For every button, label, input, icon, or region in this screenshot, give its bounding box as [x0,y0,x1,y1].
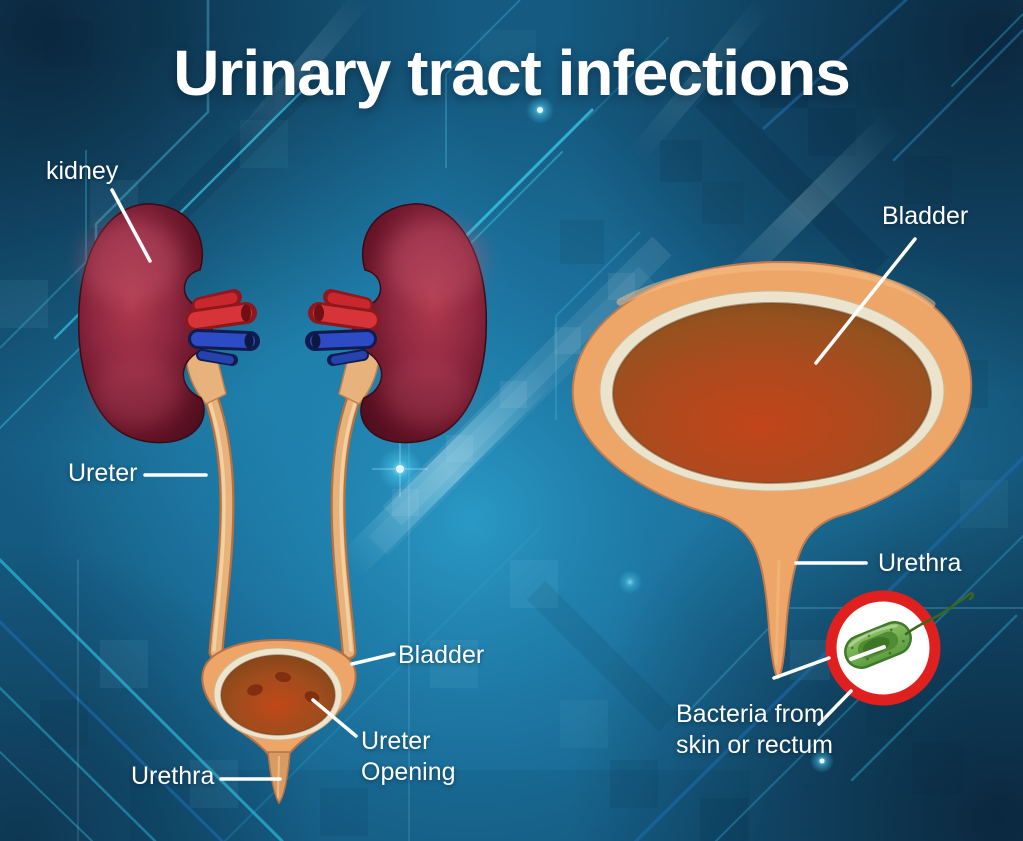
label-urethra-left: Urethra [131,762,215,790]
label-bladder-left: Bladder [398,641,485,669]
label-bladder-right: Bladder [882,202,969,230]
enlarged-bladder-illustration [571,260,975,706]
flagellum [904,592,975,636]
large-bladder-interior [612,302,932,484]
pointer-line-bladder-left [350,652,396,666]
pointer-line-ureter-opening [311,698,358,738]
label-kidney: kidney [46,157,119,185]
kidney-unit [77,203,260,660]
label-bacteria-source: Bacteria from skin or rectum [676,700,833,759]
light-streaks [228,0,901,579]
bacteria-magnifier [825,590,975,706]
urinary-system-illustration [77,203,487,805]
pointer-line-bladder-right [814,237,917,365]
label-urethra-right: Urethra [878,549,962,577]
pointer-into-bacterium [849,645,886,661]
pointer-line-bacteria-text [817,689,853,726]
pointer-line-kidney [110,188,152,263]
pointer-line-urethra-to-circle [772,656,831,680]
label-ureter: Ureter [68,459,138,487]
pointer-lines [110,188,917,781]
large-urethra-highlight [774,559,781,666]
page-title: Urinary tract infections [173,37,851,109]
label-ureter-opening: Ureter Opening [361,727,456,786]
ureter-openings [247,671,320,703]
